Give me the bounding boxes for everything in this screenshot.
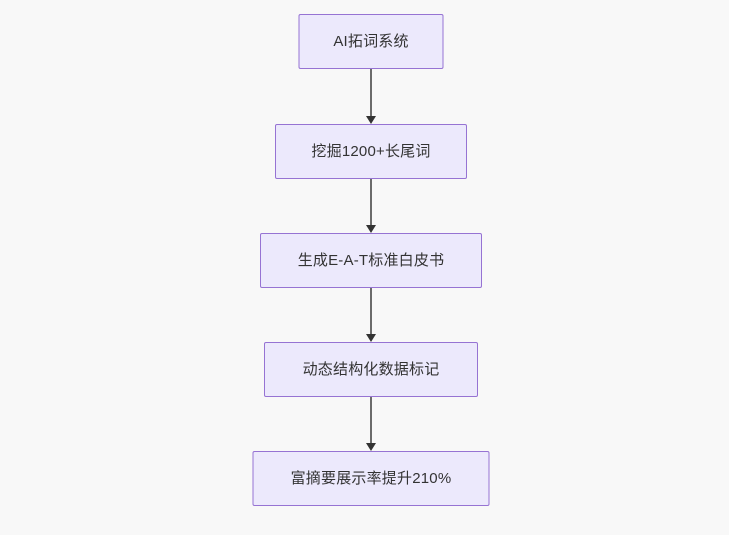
flowchart-edge-3-to-4 xyxy=(363,288,379,342)
edge-line xyxy=(370,179,372,226)
flowchart-node-4-label: 动态结构化数据标记 xyxy=(302,361,440,378)
arrow-down-icon xyxy=(366,443,376,451)
edge-line xyxy=(370,69,372,117)
flowchart-node-2[interactable]: 挖掘1200+长尾词 xyxy=(275,124,467,179)
edge-line xyxy=(370,397,372,444)
flowchart-node-3[interactable]: 生成E-A-T标准白皮书 xyxy=(260,233,482,288)
edge-line xyxy=(370,288,372,335)
flowchart-node-1[interactable]: AI拓词系统 xyxy=(298,14,444,69)
arrow-down-icon xyxy=(366,116,376,124)
flowchart-edge-2-to-3 xyxy=(363,179,379,233)
flowchart-edge-1-to-2 xyxy=(363,69,379,124)
flowchart-node-5-label: 富摘要展示率提升210% xyxy=(290,470,452,487)
flowchart-node-1-label: AI拓词系统 xyxy=(333,33,409,50)
flowchart-node-2-label: 挖掘1200+长尾词 xyxy=(311,143,431,160)
flowchart-node-3-label: 生成E-A-T标准白皮书 xyxy=(297,252,445,269)
arrow-down-icon xyxy=(366,225,376,233)
flowchart-node-4[interactable]: 动态结构化数据标记 xyxy=(264,342,478,397)
arrow-down-icon xyxy=(366,334,376,342)
flowchart-node-5[interactable]: 富摘要展示率提升210% xyxy=(252,451,490,506)
flowchart-edge-4-to-5 xyxy=(363,397,379,451)
